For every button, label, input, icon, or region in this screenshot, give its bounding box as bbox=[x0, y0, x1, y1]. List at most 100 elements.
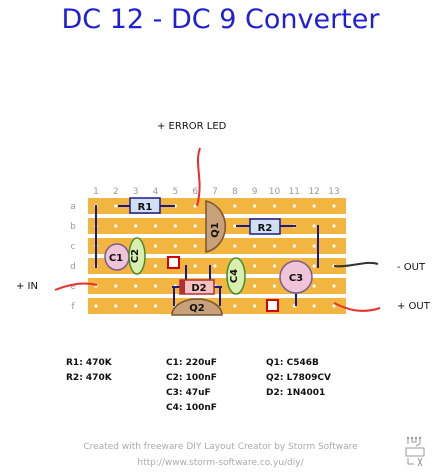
row-letter: d bbox=[70, 262, 76, 272]
strip-hole bbox=[153, 244, 158, 248]
column-number: 1 bbox=[93, 187, 99, 197]
c1-label: C1 bbox=[109, 253, 123, 264]
track-cut bbox=[167, 256, 180, 269]
footer-credit: Created with freeware DIY Layout Creator… bbox=[83, 442, 358, 452]
strip-hole bbox=[233, 224, 237, 228]
strip-hole bbox=[332, 284, 336, 288]
strip-hole bbox=[114, 284, 118, 288]
in-label: + IN bbox=[16, 281, 38, 292]
diode-d2: D2 bbox=[172, 279, 222, 295]
column-number: 10 bbox=[269, 187, 281, 197]
strip-hole bbox=[312, 224, 316, 228]
capacitor-c1: C1 bbox=[104, 243, 130, 271]
strip-hole bbox=[312, 304, 316, 308]
strip-hole bbox=[193, 244, 197, 248]
track-cut bbox=[266, 299, 279, 312]
strip-hole bbox=[134, 284, 138, 288]
strip-hole bbox=[332, 204, 336, 208]
out-pos-label: + OUT bbox=[397, 301, 430, 312]
strip-hole bbox=[193, 204, 197, 208]
strip-hole bbox=[253, 304, 257, 308]
part-r1: R1: 470K bbox=[66, 358, 112, 368]
strip-hole bbox=[173, 224, 177, 228]
column-number: 6 bbox=[192, 187, 198, 197]
c3-label: C3 bbox=[289, 273, 303, 284]
q2-label: Q2 bbox=[189, 303, 205, 314]
strip-hole bbox=[233, 204, 237, 208]
strip-hole bbox=[312, 284, 316, 288]
strip-hole bbox=[134, 304, 138, 308]
regulator-q2: Q2 bbox=[171, 298, 223, 316]
part-d2: D2: 1N4001 bbox=[266, 388, 326, 398]
strip-hole bbox=[312, 244, 316, 248]
r2-label: R2 bbox=[258, 223, 273, 234]
row-letter: f bbox=[71, 302, 75, 312]
column-number: 5 bbox=[172, 187, 178, 197]
column-number: 3 bbox=[133, 187, 139, 197]
capacitor-c3: C3 bbox=[279, 260, 313, 294]
page-title: DC 12 - DC 9 Converter bbox=[61, 4, 380, 35]
strip-hole bbox=[233, 304, 237, 308]
c4-label: C4 bbox=[229, 269, 240, 283]
capacitor-c4: C4 bbox=[226, 257, 246, 295]
strip-hole bbox=[114, 204, 118, 208]
r1-label: R1 bbox=[138, 202, 153, 213]
capacitor-c2: C2 bbox=[128, 237, 146, 275]
part-c4: C4: 100nF bbox=[166, 403, 217, 413]
row-letter: c bbox=[71, 242, 76, 252]
strip-hole bbox=[312, 204, 316, 208]
part-c1: C1: 220uF bbox=[166, 358, 217, 368]
column-number: 9 bbox=[252, 187, 258, 197]
strip-hole bbox=[233, 244, 237, 248]
strip-hole bbox=[272, 264, 277, 268]
row-letter: b bbox=[70, 222, 76, 232]
track-cuts bbox=[167, 256, 279, 312]
strip-hole bbox=[292, 244, 296, 248]
strip-hole bbox=[153, 284, 158, 288]
strip-hole bbox=[332, 224, 336, 228]
strip-hole bbox=[292, 204, 296, 208]
out-pos-wire bbox=[333, 302, 381, 312]
strip-hole bbox=[332, 304, 336, 308]
strip-hole bbox=[253, 284, 257, 288]
strip-hole bbox=[272, 204, 277, 208]
strip-hole bbox=[193, 264, 197, 268]
out-neg-label: - OUT bbox=[397, 262, 426, 273]
q1-label: Q1 bbox=[210, 222, 221, 238]
d2-label: D2 bbox=[191, 283, 206, 294]
row-letter: e bbox=[70, 282, 76, 292]
part-c3: C3: 47uF bbox=[166, 388, 211, 398]
strip-hole bbox=[94, 304, 98, 308]
column-number: 4 bbox=[153, 187, 159, 197]
column-number: 11 bbox=[289, 187, 300, 197]
error-led-label: + ERROR LED bbox=[157, 121, 227, 132]
strip-hole bbox=[153, 264, 158, 268]
strip-hole bbox=[134, 224, 138, 228]
strip-hole bbox=[253, 244, 257, 248]
strip-hole bbox=[272, 244, 277, 248]
diy-logo-icon bbox=[405, 436, 425, 467]
column-number: 13 bbox=[328, 187, 339, 197]
strip-hole bbox=[173, 244, 177, 248]
transistor-q1: Q1 bbox=[205, 200, 226, 253]
resistor-r1: R1 bbox=[118, 197, 175, 214]
strip-hole bbox=[312, 264, 316, 268]
column-number: 12 bbox=[308, 187, 319, 197]
strip-hole bbox=[272, 284, 277, 288]
strip-hole bbox=[332, 244, 336, 248]
strip-hole bbox=[253, 204, 257, 208]
part-q1: Q1: C546B bbox=[266, 358, 319, 368]
footer-url[interactable]: http://www.storm-software.co.yu/diy/ bbox=[137, 458, 304, 468]
strip-hole bbox=[193, 224, 197, 228]
out-neg-wire bbox=[333, 261, 379, 268]
column-number: 7 bbox=[212, 187, 218, 197]
column-number: 2 bbox=[113, 187, 119, 197]
strip-hole bbox=[114, 304, 118, 308]
error-led-wire bbox=[196, 147, 201, 207]
strip-hole bbox=[114, 224, 118, 228]
resistor-r2: R2 bbox=[236, 218, 296, 235]
part-q2: Q2: L7809CV bbox=[266, 373, 331, 383]
